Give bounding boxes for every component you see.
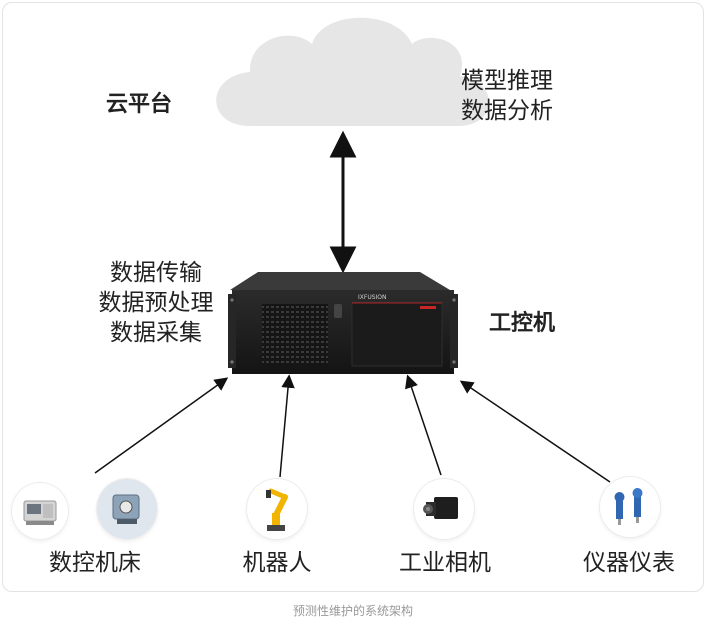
ipc-brand-text: IXFUSION bbox=[358, 294, 387, 301]
device-label-camera: 工业相机 bbox=[399, 550, 491, 576]
ipc-functions: 数据传输 数据预处理 数据采集 bbox=[84, 258, 228, 348]
camera-to-ipc-arrow bbox=[405, 374, 442, 476]
figure-caption: 预测性维护的系统架构 bbox=[292, 604, 413, 618]
cnc-machine-icon bbox=[97, 479, 157, 539]
device-label-gauge: 仪器仪表 bbox=[583, 550, 675, 576]
device-label-cnc: 数控机床 bbox=[49, 550, 141, 576]
cloud-function-item: 数据分析 bbox=[461, 98, 553, 124]
robot-arm-icon bbox=[247, 479, 307, 539]
industrial-pc-image: IXFUSION bbox=[228, 272, 458, 374]
ipc-function-item: 数据预处理 bbox=[98, 290, 214, 316]
industrial-camera-icon bbox=[414, 479, 474, 539]
ipc-title: 工控机 bbox=[489, 311, 556, 336]
cloud-functions: 模型推理 数据分析 bbox=[461, 66, 553, 126]
instrument-gauge-icon bbox=[600, 477, 660, 537]
ipc-function-item: 数据采集 bbox=[110, 320, 202, 346]
robot-to-ipc-arrow bbox=[279, 374, 295, 478]
cloud-function-item: 模型推理 bbox=[461, 68, 553, 94]
cloud-platform-title: 云平台 bbox=[106, 92, 173, 117]
cnc-lathe-icon bbox=[12, 483, 68, 539]
device-label-robot: 机器人 bbox=[242, 550, 312, 576]
ipc-function-item: 数据传输 bbox=[110, 260, 202, 286]
cnc-to-ipc-arrow bbox=[94, 377, 229, 474]
cloud-shape bbox=[216, 17, 490, 126]
gauge-to-ipc-arrow bbox=[459, 380, 611, 483]
